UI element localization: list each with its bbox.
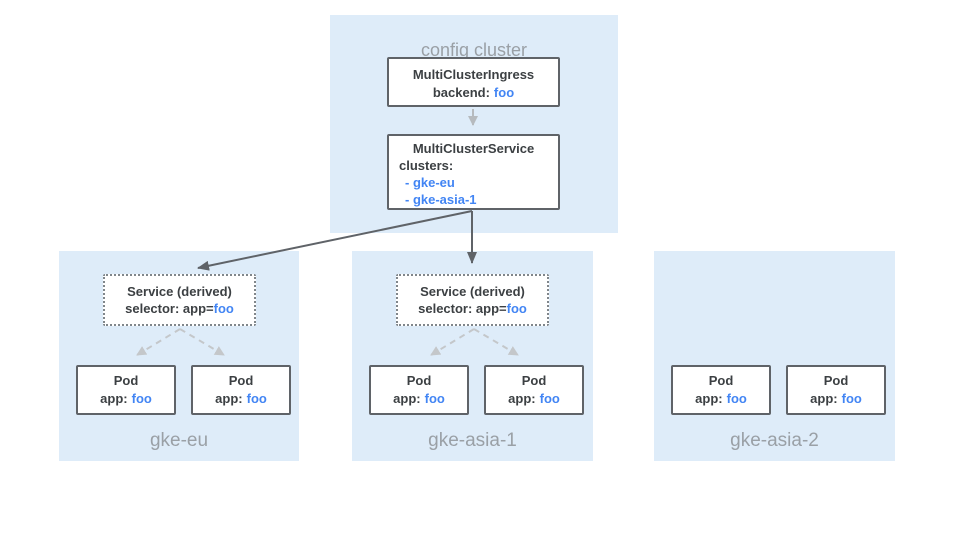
derived-service-selector-line: selector: app=foo bbox=[105, 300, 254, 317]
pod-title: Pod bbox=[521, 373, 547, 388]
pod-app-line: app:foo bbox=[486, 390, 582, 408]
pod-box: Pod app:foo bbox=[76, 365, 176, 415]
cluster-ref-gke-asia-1: - gke-asia-1 bbox=[405, 192, 477, 207]
pod-title: Pod bbox=[113, 373, 139, 388]
cluster-name-gke-eu: gke-eu bbox=[149, 430, 209, 451]
pod-app-line: app:foo bbox=[78, 390, 174, 408]
app-value: foo bbox=[841, 391, 862, 406]
backend-value: foo bbox=[493, 85, 515, 100]
cluster-name-gke-asia-1: gke-asia-1 bbox=[428, 430, 517, 451]
app-label: app: bbox=[100, 391, 128, 406]
app-value: foo bbox=[539, 391, 560, 406]
derived-service-box-gke-asia-1: Service (derived) selector: app=foo bbox=[396, 274, 549, 326]
selector-value: foo bbox=[213, 301, 234, 316]
derived-service-box-gke-eu: Service (derived) selector: app=foo bbox=[103, 274, 256, 326]
pod-title: Pod bbox=[406, 373, 432, 388]
pod-box: Pod app:foo bbox=[191, 365, 291, 415]
multiclusteringress-backend-line: backend:foo bbox=[389, 84, 558, 102]
clusters-label: clusters: bbox=[399, 158, 454, 173]
selector-value: foo bbox=[506, 301, 527, 316]
app-value: foo bbox=[424, 391, 445, 406]
cluster-name-gke-asia-2: gke-asia-2 bbox=[730, 430, 819, 451]
cluster-panel-gke-asia-2: Pod app:foo Pod app:foo gke-asia-2 bbox=[654, 251, 895, 461]
app-label: app: bbox=[810, 391, 838, 406]
derived-service-title: Service (derived) bbox=[420, 284, 525, 299]
derived-service-title: Service (derived) bbox=[127, 284, 232, 299]
selector-label: selector: app= bbox=[125, 301, 214, 316]
derived-service-selector-line: selector: app=foo bbox=[398, 300, 547, 317]
pod-app-line: app:foo bbox=[788, 390, 884, 408]
pod-app-line: app:foo bbox=[673, 390, 769, 408]
multiclusteringress-box: MultiClusterIngress backend:foo bbox=[387, 57, 560, 107]
app-label: app: bbox=[695, 391, 723, 406]
pod-box: Pod app:foo bbox=[484, 365, 584, 415]
cluster-ref-gke-eu: - gke-eu bbox=[405, 175, 455, 190]
selector-label: selector: app= bbox=[418, 301, 507, 316]
app-value: foo bbox=[726, 391, 747, 406]
pod-box: Pod app:foo bbox=[369, 365, 469, 415]
config-cluster-panel: config cluster MultiClusterIngress backe… bbox=[330, 15, 618, 233]
app-label: app: bbox=[393, 391, 421, 406]
pod-title: Pod bbox=[823, 373, 849, 388]
pod-title: Pod bbox=[708, 373, 734, 388]
multiclusterservice-title: MultiClusterService bbox=[412, 141, 535, 156]
config-cluster-label: config cluster bbox=[420, 40, 528, 60]
pod-box: Pod app:foo bbox=[786, 365, 886, 415]
pod-title: Pod bbox=[228, 373, 254, 388]
backend-label: backend: bbox=[432, 85, 490, 100]
app-label: app: bbox=[215, 391, 243, 406]
cluster-panel-gke-eu: Service (derived) selector: app=foo Pod … bbox=[59, 251, 299, 461]
pod-app-line: app:foo bbox=[371, 390, 467, 408]
app-value: foo bbox=[246, 391, 267, 406]
app-label: app: bbox=[508, 391, 536, 406]
pod-box: Pod app:foo bbox=[671, 365, 771, 415]
multiclusterservice-box: MultiClusterService clusters: - gke-eu -… bbox=[387, 134, 560, 210]
pod-app-line: app:foo bbox=[193, 390, 289, 408]
cluster-panel-gke-asia-1: Service (derived) selector: app=foo Pod … bbox=[352, 251, 593, 461]
multiclusteringress-title: MultiClusterIngress bbox=[412, 67, 535, 82]
app-value: foo bbox=[131, 391, 152, 406]
